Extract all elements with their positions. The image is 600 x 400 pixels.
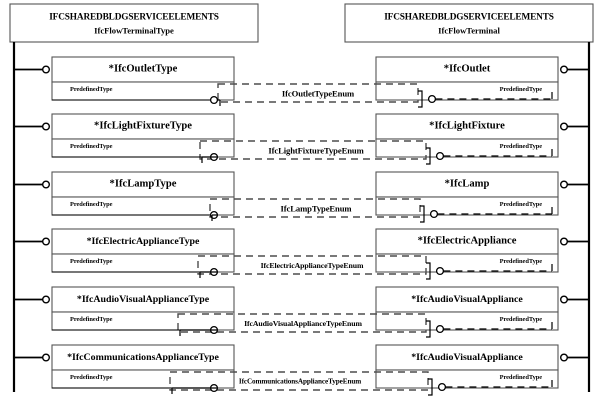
entity-name-right-4: *IfcElectricAppliance	[417, 235, 517, 247]
entity-box-left-3[interactable]	[51, 171, 235, 198]
enum-bracket-4	[426, 262, 431, 280]
enum-bracket-5	[426, 320, 431, 338]
entity-name-right-2: *IfcLightFixture	[429, 120, 505, 132]
attribute-box-right-3	[375, 196, 559, 216]
enum-box-3	[209, 198, 421, 218]
enum-bracket-3	[420, 205, 425, 223]
entity-name-right-5: *IfcAudioVisualAppliance	[411, 293, 523, 305]
entity-box-left-4[interactable]	[51, 228, 235, 255]
subtype-circle-left-2	[42, 122, 51, 131]
entity-box-left-1[interactable]	[51, 56, 235, 83]
attr-relation-elbow-left-2	[201, 156, 218, 163]
enum-bracket-1	[418, 90, 423, 108]
attr-relation-circle-right-3	[429, 209, 439, 219]
enum-box-4	[197, 255, 427, 275]
subtype-circle-left-6	[42, 353, 51, 362]
schema-header-box-1	[9, 3, 259, 43]
attribute-label-left-5: PredefinedType	[70, 315, 113, 323]
attribute-label-left-6: PredefinedType	[70, 373, 113, 381]
entity-name-right-6: *IfcAudioVisualAppliance	[411, 351, 523, 363]
entity-box-right-4[interactable]	[375, 228, 559, 255]
entity-box-left-6[interactable]	[51, 344, 235, 371]
enum-name-5: IfcAudioVisualApplianceTypeEnum	[244, 319, 362, 329]
attribute-label-left-3: PredefinedType	[70, 200, 113, 208]
attribute-label-right-5: PredefinedType	[499, 315, 542, 323]
attribute-box-right-6	[375, 369, 559, 389]
attribute-label-right-6: PredefinedType	[499, 373, 542, 381]
entity-name-right-1: *IfcOutlet	[443, 63, 491, 75]
entity-name-left-6: *IfcCommunicationsApplianceType	[67, 351, 219, 363]
entity-name-left-4: *IfcElectricApplianceType	[86, 235, 200, 247]
attr-relation-elbow-left-4	[199, 271, 218, 278]
enum-name-4: IfcElectricApplianceTypeEnum	[260, 261, 364, 271]
entity-box-right-5[interactable]	[375, 286, 559, 313]
attr-relation-circle-right-2	[435, 151, 445, 161]
entity-name-left-2: *IfcLightFixtureType	[94, 120, 192, 132]
enum-bracket-2	[426, 147, 431, 165]
enum-name-2: IfcLightFixtureTypeEnum	[268, 145, 364, 156]
attr-relation-elbow-left-3	[211, 214, 218, 221]
subtype-circle-right-3	[560, 180, 569, 189]
enum-name-3: IfcLampTypeEnum	[280, 203, 352, 214]
entity-box-left-2[interactable]	[51, 113, 235, 140]
attribute-label-right-1: PredefinedType	[499, 85, 542, 93]
subtype-circle-right-5	[560, 295, 569, 304]
subtype-circle-right-2	[560, 122, 569, 131]
enum-box-1	[217, 83, 419, 103]
enum-bracket-6	[428, 378, 433, 396]
subtype-circle-left-3	[42, 180, 51, 189]
entity-name-left-3: *IfcLampType	[109, 178, 177, 190]
enum-box-2	[199, 140, 427, 160]
supertype-name-1: IfcFlowTerminalType	[94, 25, 174, 36]
entity-name-left-5: *IfcAudioVisualApplianceType	[76, 293, 210, 305]
subtype-circle-left-5	[42, 295, 51, 304]
attr-relation-circle-right-5	[435, 324, 445, 334]
attribute-label-right-2: PredefinedType	[499, 142, 542, 150]
attr-relation-circle-left-1	[209, 95, 219, 105]
attr-relation-elbow-left-6	[171, 387, 218, 394]
enum-box-5	[177, 313, 427, 333]
supertype-name-2: IfcFlowTerminal	[438, 25, 500, 36]
schema-header-box-2	[344, 3, 594, 43]
attribute-box-right-4	[375, 253, 559, 273]
schema-name-1: IFCSHAREDBLDGSERVICEELEMENTS	[49, 12, 219, 23]
entity-box-right-6[interactable]	[375, 344, 559, 371]
attr-relation-circle-right-6	[437, 382, 447, 392]
attribute-label-left-2: PredefinedType	[70, 142, 113, 150]
attribute-label-right-4: PredefinedType	[499, 257, 542, 265]
attr-relation-circle-right-1	[427, 94, 437, 104]
attr-relation-circle-right-4	[435, 266, 445, 276]
schema-name-2: IFCSHAREDBLDGSERVICEELEMENTS	[384, 12, 554, 23]
attribute-label-left-1: PredefinedType	[70, 85, 113, 93]
entity-name-right-3: *IfcLamp	[444, 178, 490, 190]
attr-relation-elbow-left-5	[179, 329, 218, 336]
attribute-label-left-4: PredefinedType	[70, 257, 113, 265]
entity-name-left-1: *IfcOutletType	[108, 63, 178, 75]
enum-name-1: IfcOutletTypeEnum	[281, 88, 355, 99]
attr-relation-elbow-left-1	[217, 99, 221, 106]
subtype-circle-right-4	[560, 237, 569, 246]
entity-box-right-1[interactable]	[375, 56, 559, 83]
enum-name-6: IfcCommunicationsApplianceTypeEnum	[238, 377, 362, 386]
subtype-circle-left-1	[42, 65, 51, 74]
subtype-circle-right-1	[560, 65, 569, 74]
attribute-box-right-2	[375, 138, 559, 158]
subtype-circle-left-4	[42, 237, 51, 246]
entity-box-right-3[interactable]	[375, 171, 559, 198]
enum-box-6	[169, 371, 429, 391]
entity-box-right-2[interactable]	[375, 113, 559, 140]
attribute-label-right-3: PredefinedType	[499, 200, 542, 208]
subtype-circle-right-6	[560, 353, 569, 362]
attribute-box-right-5	[375, 311, 559, 331]
